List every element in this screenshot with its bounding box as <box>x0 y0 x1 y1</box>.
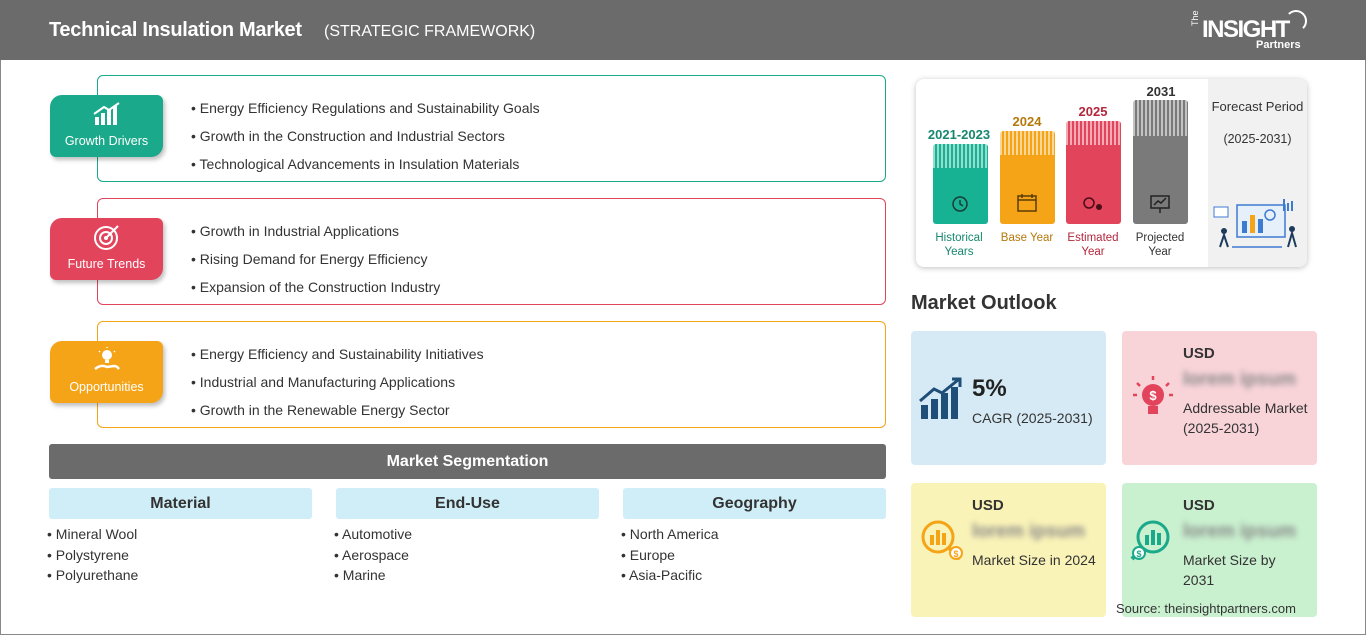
timeline-label-historical: Historical Years <box>935 232 983 258</box>
header-bar: Technical Insulation Market (STRATEGIC F… <box>0 0 1366 60</box>
timeline-bar-projected <box>1133 100 1188 224</box>
timeline-bar-historical <box>933 144 988 224</box>
list-item: Growth in the Renewable Energy Sector <box>191 396 484 424</box>
timeline-label-projected: Projected Year <box>1135 232 1185 258</box>
list-item: Aerospace <box>334 545 412 566</box>
list-item: Energy Efficiency Regulations and Sustai… <box>191 94 540 122</box>
growth-drivers-tab: Growth Drivers <box>50 95 163 157</box>
timeline-year-estimated: 2025 <box>1078 104 1108 119</box>
segment-heading-geography: Geography <box>623 488 886 519</box>
page-subtitle: (STRATEGIC FRAMEWORK) <box>324 23 536 40</box>
growth-chart-icon <box>93 102 120 125</box>
magnifier-chart-icon: $ <box>1130 520 1170 561</box>
size-2024-label: Market Size in 2024 <box>972 552 1096 568</box>
segment-list-material: Mineral Wool Polystyrene Polyurethane <box>47 524 139 586</box>
list-item: Asia-Pacific <box>621 565 719 586</box>
segment-list-end-use: Automotive Aerospace Marine <box>334 524 412 586</box>
list-item: Growth in Industrial Applications <box>191 217 440 245</box>
list-item: North America <box>621 524 719 545</box>
list-item: Mineral Wool <box>47 524 138 545</box>
segment-heading-material: Material <box>49 488 312 519</box>
calendar-icon <box>1017 194 1037 212</box>
list-item: Polyurethane <box>47 565 139 586</box>
list-item: Growth in the Construction and Industria… <box>191 122 540 150</box>
list-item: Rising Demand for Energy Efficiency <box>191 245 440 273</box>
cagr-growth-icon <box>919 377 962 419</box>
segment-list-geography: North America Europe Asia-Pacific <box>621 524 719 586</box>
insight-partners-logo[interactable]: The INSIGHT Partners <box>1190 10 1320 54</box>
list-item: Expansion of the Construction Industry <box>191 273 440 301</box>
forecast-panel: Forecast Period (2025-2031) <box>1208 79 1307 267</box>
timeline-label-estimated: Estimated Year <box>1067 232 1119 258</box>
target-icon <box>94 225 119 250</box>
cagr-card: 5% CAGR (2025-2031) <box>911 331 1106 465</box>
forecast-analysts-icon <box>1213 199 1297 248</box>
list-item: Energy Efficiency and Sustainability Ini… <box>191 340 484 368</box>
forecast-range: (2025-2031) <box>1223 132 1292 146</box>
history-clock-icon <box>952 196 968 212</box>
forecast-title: Forecast Period <box>1211 99 1304 114</box>
svg-text:$: $ <box>1149 388 1157 403</box>
future-trends-card: Growth in Industrial Applications Rising… <box>97 198 886 305</box>
timeline-year-base: 2024 <box>1012 114 1042 129</box>
opportunities-tab: Opportunities <box>50 341 163 403</box>
timeline-year-historical: 2021-2023 <box>927 127 991 142</box>
addressable-value: lorem ipsum <box>1183 369 1296 390</box>
timeline-panel: 2021-2023 Historical Years 2024 Base Yea… <box>916 79 1307 267</box>
list-item: Marine <box>334 565 412 586</box>
growth-drivers-card: Energy Efficiency Regulations and Sustai… <box>97 75 886 182</box>
segmentation-title: Market Segmentation <box>49 444 886 479</box>
list-item: Europe <box>621 545 719 566</box>
market-size-2024-card: $ USD lorem ipsum Market Size in 2024 <box>911 483 1106 617</box>
size-2024-value: lorem ipsum <box>972 521 1085 542</box>
cagr-value: 5% <box>972 375 1007 402</box>
estimate-gear-icon <box>1083 197 1102 210</box>
timeline-label-base: Base Year <box>1000 232 1054 244</box>
addressable-label: Addressable Market (2025-2031) <box>1183 400 1308 436</box>
timeline-bar-base <box>1000 131 1055 224</box>
opportunities-card: Energy Efficiency and Sustainability Ini… <box>97 321 886 428</box>
size-2031-label: Market Size by 2031 <box>1183 552 1276 588</box>
list-item: Technological Advancements in Insulation… <box>191 150 540 178</box>
size-2031-currency: USD <box>1183 497 1215 514</box>
logo-the: The <box>1190 10 1200 26</box>
timeline-bar-estimated <box>1066 121 1121 224</box>
list-item: Automotive <box>334 524 412 545</box>
addressable-currency: USD <box>1183 345 1215 362</box>
magnifier-chart-icon: $ <box>921 520 963 561</box>
market-size-2031-card: $ USD lorem ipsum Market Size by 2031 <box>1122 483 1317 617</box>
logo-partners: Partners <box>1256 39 1301 51</box>
growth-drivers-label: Growth Drivers <box>64 134 149 148</box>
size-2031-value: lorem ipsum <box>1183 521 1296 542</box>
market-outlook-title: Market Outlook <box>911 292 1057 314</box>
source-link[interactable]: Source: theinsightpartners.com <box>1116 601 1296 616</box>
cagr-label: CAGR (2025-2031) <box>972 410 1093 426</box>
future-trends-label: Future Trends <box>67 257 146 271</box>
future-trends-tab: Future Trends <box>50 218 163 280</box>
addressable-market-card: $ USD lorem ipsum Addressable Market (20… <box>1122 331 1317 465</box>
projection-board-icon <box>1150 195 1170 213</box>
logo-arc-icon <box>1285 10 1307 32</box>
size-2024-currency: USD <box>972 497 1004 514</box>
list-item: Industrial and Manufacturing Application… <box>191 368 484 396</box>
page-title: Technical Insulation Market <box>49 19 302 41</box>
lightbulb-hand-icon <box>94 347 121 370</box>
timeline-year-projected: 2031 <box>1146 84 1176 99</box>
future-trends-list: Growth in Industrial Applications Rising… <box>191 217 440 301</box>
svg-text:$: $ <box>1136 549 1141 559</box>
growth-drivers-list: Energy Efficiency Regulations and Sustai… <box>191 94 540 178</box>
svg-text:$: $ <box>953 549 958 559</box>
logo-insight: INSIGHT <box>1202 16 1290 43</box>
lightbulb-dollar-icon: $ <box>1133 376 1173 414</box>
opportunities-label: Opportunities <box>69 380 144 394</box>
list-item: Polystyrene <box>47 545 138 566</box>
segment-heading-end-use: End-Use <box>336 488 599 519</box>
opportunities-list: Energy Efficiency and Sustainability Ini… <box>191 340 484 424</box>
